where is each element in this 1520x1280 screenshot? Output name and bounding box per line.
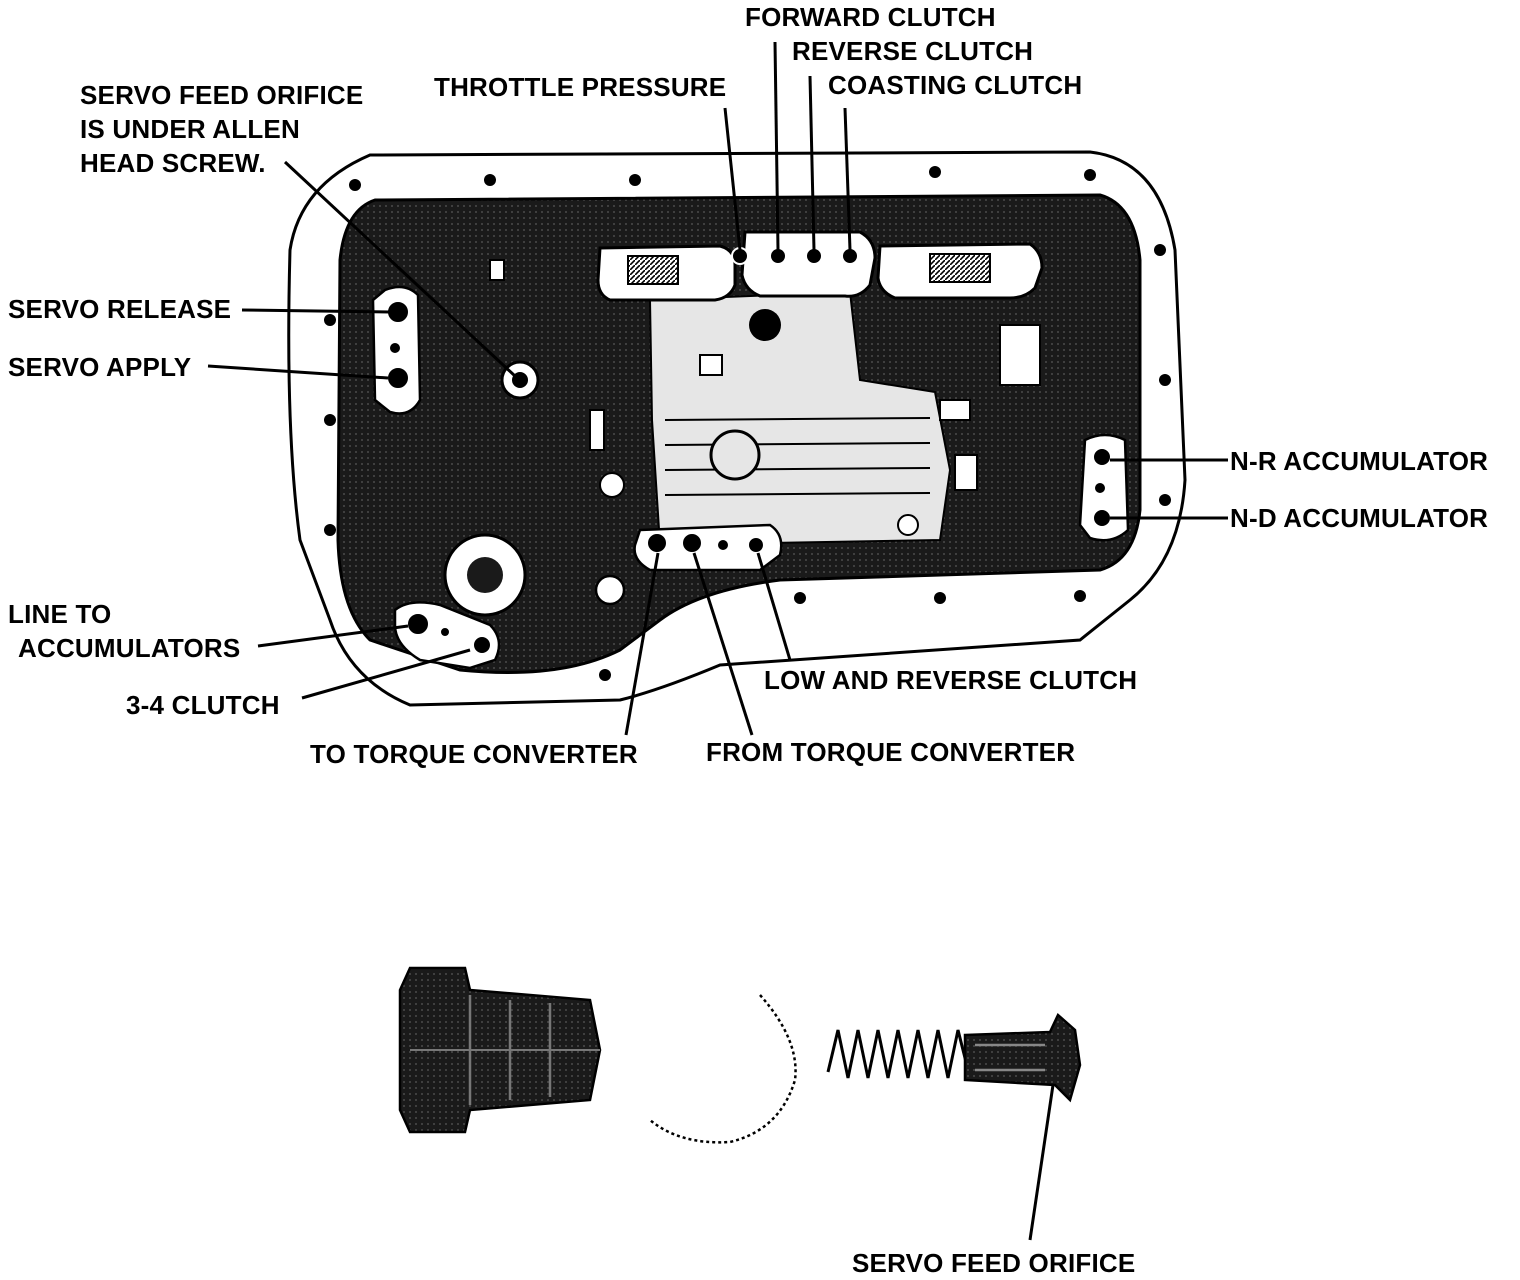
label-nd-accumulator: N-D ACCUMULATOR bbox=[1230, 503, 1489, 533]
line-to-line-1: LINE TO bbox=[8, 599, 112, 629]
orifice-spring bbox=[826, 1029, 970, 1079]
port-accumulator-small bbox=[1093, 481, 1107, 495]
converter-port-pad bbox=[633, 523, 783, 572]
check-ball bbox=[649, 994, 797, 1144]
orifice-plug bbox=[398, 966, 602, 1134]
center-plug bbox=[709, 429, 761, 481]
port-line-to-accumulators bbox=[406, 612, 430, 636]
label-reverse-clutch: REVERSE CLUTCH bbox=[792, 36, 1034, 66]
label-line-to-accumulators: LINE TO ACCUMULATORS bbox=[8, 597, 240, 665]
plate-tab bbox=[699, 354, 723, 376]
port-small-lower bbox=[439, 626, 451, 638]
port-servo-release bbox=[386, 300, 410, 324]
port-throttle-pressure bbox=[731, 247, 749, 265]
port-reverse-clutch bbox=[805, 247, 823, 265]
port-3-4-clutch bbox=[472, 635, 492, 655]
servo-feed-orifice-note: SERVO FEED ORIFICE IS UNDER ALLEN HEAD S… bbox=[80, 78, 363, 180]
port-coasting-clutch bbox=[841, 247, 859, 265]
label-coasting-clutch: COASTING CLUTCH bbox=[828, 70, 1083, 100]
port-to-converter bbox=[646, 532, 668, 554]
port-from-converter bbox=[681, 532, 703, 554]
orifice-screw bbox=[963, 1012, 1082, 1103]
note-line-2: IS UNDER ALLEN bbox=[80, 114, 300, 144]
label-servo-apply: SERVO APPLY bbox=[8, 352, 192, 382]
plate-bolt-hole bbox=[749, 309, 781, 341]
label-servo-release: SERVO RELEASE bbox=[8, 294, 232, 324]
flange-bolt-holes bbox=[324, 166, 1171, 681]
port-servo-small bbox=[388, 341, 402, 355]
note-line-3: HEAD SCREW. bbox=[80, 148, 266, 178]
top-center-cover bbox=[740, 230, 877, 298]
line-to-line-2: ACCUMULATORS bbox=[18, 633, 241, 663]
port-nr-accumulator bbox=[1092, 447, 1112, 467]
label-servo-feed-orifice: SERVO FEED ORIFICE bbox=[852, 1248, 1136, 1278]
port-nd-accumulator bbox=[1092, 508, 1112, 528]
label-throttle-pressure: THROTTLE PRESSURE bbox=[434, 72, 727, 102]
label-from-torque-converter: FROM TORQUE CONVERTER bbox=[706, 737, 1076, 767]
leader-lines bbox=[207, 41, 1228, 1241]
port-servo-apply bbox=[386, 366, 410, 390]
fluid-ports bbox=[386, 247, 1112, 655]
label-nr-accumulator: N-R ACCUMULATOR bbox=[1230, 446, 1489, 476]
label-low-and-reverse-clutch: LOW AND REVERSE CLUTCH bbox=[764, 665, 1138, 695]
port-forward-clutch bbox=[769, 247, 787, 265]
label-3-4-clutch: 3-4 CLUTCH bbox=[126, 690, 280, 720]
label-forward-clutch: FORWARD CLUTCH bbox=[745, 2, 996, 32]
port-low-reverse bbox=[747, 536, 765, 554]
label-to-torque-converter: TO TORQUE CONVERTER bbox=[310, 739, 638, 769]
port-small-mid bbox=[716, 538, 730, 552]
note-line-1: SERVO FEED ORIFICE bbox=[80, 80, 364, 110]
